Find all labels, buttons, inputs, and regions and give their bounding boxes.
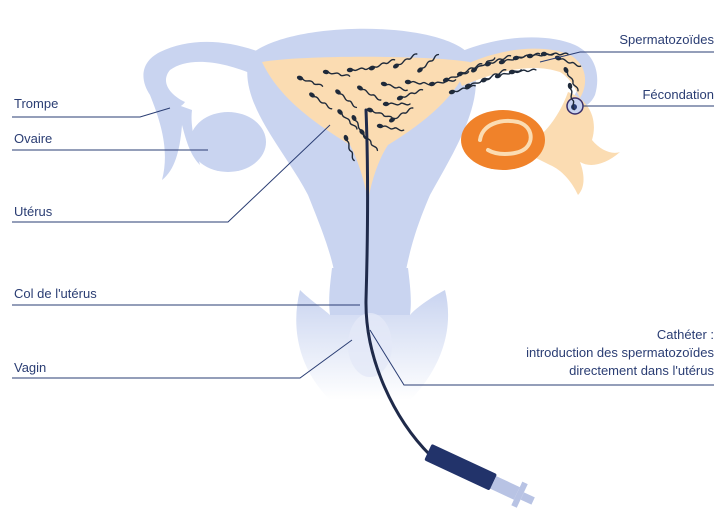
label-ovaire: Ovaire (14, 131, 52, 146)
label-col-uterus: Col de l'utérus (14, 286, 97, 301)
label-vagin: Vagin (14, 360, 46, 375)
syringe-barrel (424, 444, 497, 491)
label-trompe: Trompe (14, 96, 58, 111)
cervix (329, 268, 411, 315)
label-spermatozoides: Spermatozoïdes (619, 32, 714, 47)
syringe (423, 440, 539, 510)
left-ovary (190, 112, 266, 172)
sperm-head (383, 102, 389, 106)
label-catheter: Cathéter : introduction des spermatozoïd… (526, 326, 714, 380)
syringe-plunger (490, 476, 519, 500)
label-fecondation: Fécondation (642, 87, 714, 102)
sperm-head (541, 52, 547, 56)
label-catheter-line3: directement dans l'utérus (526, 362, 714, 380)
label-catheter-line1: Cathéter : (526, 326, 714, 344)
label-uterus: Utérus (14, 204, 52, 219)
label-catheter-line2: introduction des spermatozoïdes (526, 344, 714, 362)
